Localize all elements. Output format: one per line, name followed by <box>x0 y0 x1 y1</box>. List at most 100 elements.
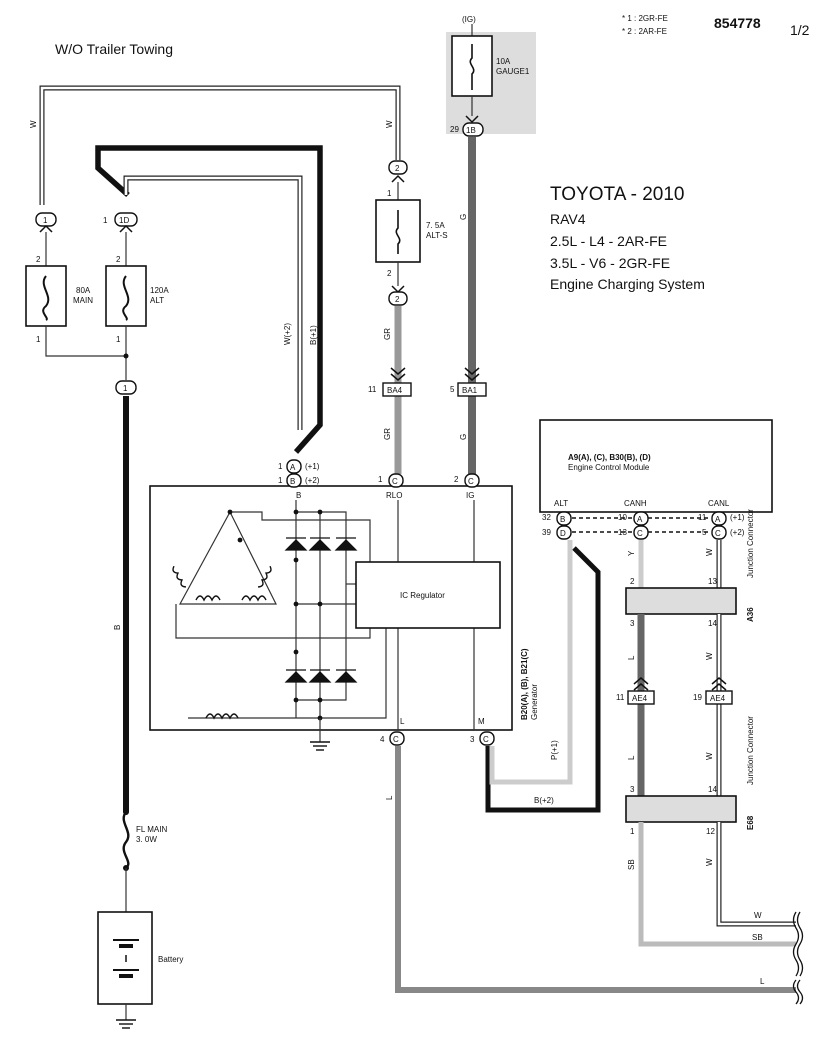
alts-pin2: 2 <box>387 269 392 278</box>
ecm-canl-a-pin: 11 <box>698 513 707 522</box>
ig-label: (IG) <box>462 15 476 24</box>
gen-a-pin: 1 <box>278 462 283 471</box>
ic-regulator-box <box>355 561 501 629</box>
battery-label: Battery <box>158 955 183 964</box>
fuse-icon <box>469 44 475 90</box>
connector-1b <box>462 122 484 137</box>
gen-l-pin: 4 <box>380 735 385 744</box>
fuse-icon <box>42 275 50 321</box>
fuse-main-pin1: 1 <box>36 335 41 344</box>
wire-label-w-exit-horizontal: W <box>754 911 762 920</box>
chevron-down-icon <box>391 174 405 183</box>
chevron-down-icon <box>391 285 405 294</box>
connector-b-gen-label: B <box>290 477 295 486</box>
a36-pin-13: 13 <box>708 577 717 586</box>
connector-b-ecm <box>556 511 572 526</box>
ba1-pin: 5 <box>450 385 455 394</box>
fuse-alts-name: ALT-S <box>426 231 448 240</box>
fuse-icon <box>122 275 130 321</box>
connector-ae4-left <box>627 690 655 705</box>
connector-1-main-label: 1 <box>123 384 128 393</box>
wire-label-g-2: G <box>459 434 468 440</box>
wire-label-w-top: W <box>385 120 394 128</box>
gen-terminal-rlo: RLO <box>386 491 402 500</box>
battery-icon <box>113 939 139 978</box>
ba4-pin: 11 <box>368 385 377 394</box>
connector-a-gen <box>286 459 302 474</box>
ground-icon <box>310 741 330 751</box>
connector-ba1-label: BA1 <box>462 386 478 395</box>
double-chevron-icon <box>711 677 727 691</box>
double-chevron-icon <box>390 367 406 381</box>
e68-pin-14: 14 <box>708 785 717 794</box>
wire-label-l-can-2: L <box>627 755 636 760</box>
gen-ig-pin: 2 <box>454 475 459 484</box>
connector-1d-label: 1D <box>119 216 129 225</box>
ecm-canh-c-pin: 13 <box>618 528 627 537</box>
connector-a-canh <box>633 511 649 526</box>
connector-b-ecm-label: B <box>560 515 565 524</box>
wire-break-icon <box>792 911 804 1005</box>
wire-label-w-mid-2: W <box>705 752 714 760</box>
double-chevron-icon <box>464 367 480 381</box>
connector-c-m <box>479 731 495 746</box>
ecm-box <box>539 419 773 513</box>
sky-blue-wire-sb <box>638 822 796 947</box>
connector-d-ecm <box>556 525 572 540</box>
ae4-pin-11: 11 <box>616 693 625 702</box>
connector-c-ig <box>464 473 480 488</box>
ecm-id: A9(A), (C), B30(B), (D) <box>568 453 651 462</box>
fl-main-name: FL MAIN <box>136 825 167 834</box>
ic-regulator-label: IC Regulator <box>400 591 445 600</box>
fuse-alt-pin2: 2 <box>116 255 121 264</box>
connector-c-l <box>389 731 405 746</box>
connector-c-rlo <box>388 473 404 488</box>
wire-label-sb-horizontal: SB <box>752 933 763 942</box>
ecm-terminal-alt: ALT <box>554 499 568 508</box>
gen-terminal-ig: IG <box>466 491 474 500</box>
fuse-alt-name: ALT <box>150 296 164 305</box>
wire-label-l-can-1: L <box>627 655 636 660</box>
black-wire-b-plus2 <box>485 546 601 813</box>
jc-a36-id: A36 <box>746 607 755 622</box>
connector-2-top-label: 2 <box>395 164 400 173</box>
system-name: Engine Charging System <box>550 276 705 292</box>
wire-label-b: B <box>113 625 122 630</box>
connector-c-canh <box>633 525 649 540</box>
junction-connector-a36 <box>625 587 737 615</box>
connector-ae4-left-label: AE4 <box>632 694 648 703</box>
gen-rlo-pin: 1 <box>378 475 383 484</box>
black-wire-b-plus1 <box>95 145 323 454</box>
doc-number: 854778 <box>714 15 761 31</box>
engine-2: 3.5L - V6 - 2GR-FE <box>550 255 670 271</box>
gen-terminal-m: M <box>478 717 485 726</box>
e68-pin-1: 1 <box>630 827 635 836</box>
connector-c-ig-label: C <box>468 477 474 486</box>
fuse-main-name: MAIN <box>73 296 93 305</box>
connector-a-canl <box>711 511 727 526</box>
white-wire-main <box>39 85 401 205</box>
chevron-down-icon <box>465 115 479 124</box>
gen-b-pin: 1 <box>278 476 283 485</box>
fuse-icon <box>395 210 401 254</box>
connector-1-left-label: 1 <box>43 216 48 225</box>
vehicle-model: RAV4 <box>550 211 586 227</box>
connector-a-canh-label: A <box>637 515 643 524</box>
diode-icon <box>284 537 358 683</box>
wire-label-w-canl: W <box>705 548 714 556</box>
connector-d-ecm-label: D <box>560 529 566 538</box>
connector-b-gen <box>286 473 302 488</box>
wire-label-l-horizontal: L <box>760 977 765 986</box>
wire-label-gr-2: GR <box>383 428 392 440</box>
connector-c-rlo-label: C <box>392 477 398 486</box>
marker-1: 1 <box>103 216 108 225</box>
a36-pin-3: 3 <box>630 619 635 628</box>
connector-2-bottom <box>388 291 408 306</box>
engine-note-2: * 2 : 2AR-FE <box>622 27 667 36</box>
connector-a-canl-label: A <box>715 515 721 524</box>
pink-wire-p-plus1 <box>489 540 573 785</box>
generator-id: B20(A), (B), B21(C) <box>520 648 529 720</box>
connector-ae4-right-label: AE4 <box>710 694 726 703</box>
wire-label-w-left: W <box>29 120 38 128</box>
